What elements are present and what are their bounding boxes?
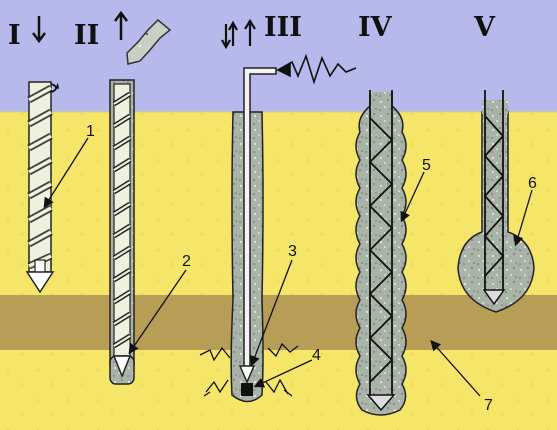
stage-label-i: I: [8, 20, 21, 51]
vibration-burst-icon: [199, 342, 299, 397]
callout-leader-1: [43, 137, 89, 209]
callout-leader-6: [513, 189, 533, 247]
callout-leader-2: [128, 269, 187, 355]
charge-block: [241, 383, 253, 396]
down-arrow-icon: [32, 16, 46, 44]
stage-label-iv: IV: [358, 12, 393, 43]
up-down-arrows-icon: [221, 18, 256, 50]
callout-number-3: 3: [288, 243, 297, 260]
callout-number-5: 5: [422, 157, 431, 174]
callout-number-4: 4: [312, 347, 321, 364]
callout-leader-5: [400, 171, 425, 223]
up-arrow-icon: [114, 10, 128, 40]
soil-layer-lower: [0, 350, 557, 430]
concrete-pile-iii: [230, 67, 277, 403]
stage-label-ii: II: [74, 20, 99, 51]
callout-number-2: 2: [182, 253, 191, 270]
injection-arrow-icon: [126, 18, 172, 65]
stage-label-iii: III: [264, 12, 302, 43]
vibration-wave-icon: [276, 53, 357, 85]
callout-number-1: 1: [86, 123, 95, 140]
callout-number-7: 7: [484, 397, 493, 414]
sky-layer: [0, 0, 557, 112]
callout-number-6: 6: [528, 175, 537, 192]
callout-leader-7: [430, 340, 481, 397]
callout-leader-4: [253, 359, 313, 388]
clay-layer: [0, 295, 557, 350]
reinforced-pile-iv: [355, 90, 407, 416]
stage-label-v: V: [473, 12, 496, 43]
bulb-pile-v: [457, 90, 535, 313]
auger-pile-ii: [109, 79, 135, 385]
auger-pile-i: [25, 81, 55, 294]
callout-leaders: [43, 137, 533, 397]
callout-leader-3: [249, 259, 293, 367]
